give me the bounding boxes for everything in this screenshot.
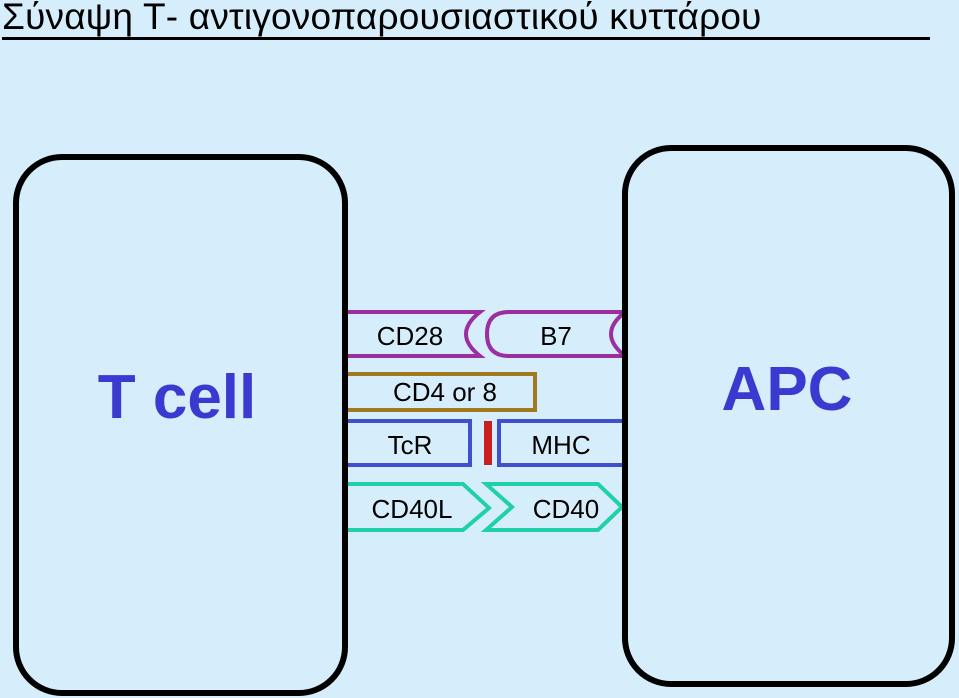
cd40l-shape [345,482,493,532]
cd28-shape [345,310,486,358]
page-title: Σύναψη Τ- αντιγονοπαρουσιαστικού κυττάρο… [2,0,762,37]
t-cell-body [13,154,348,696]
cd4-or-8-shape [345,372,537,412]
b7-cap-shape [609,310,627,358]
tcr-label: TcR [388,430,433,460]
tcr-shape [345,419,472,467]
b7-label: B7 [540,321,572,351]
title-underline [2,37,930,40]
b7-shape [484,310,625,358]
antigen-peptide [484,421,492,465]
apc-body [622,145,955,687]
apc-label: APC [722,355,853,424]
mhc-shape [497,419,625,467]
mhc-label: MHC [531,430,590,460]
cd28-label: CD28 [377,321,443,351]
cd40l-label: CD40L [372,494,453,524]
cd40-shape [480,482,625,532]
cd4-or-8-label: CD4 or 8 [393,377,497,407]
t-cell-label: T cell [98,363,257,432]
cd40-label: CD40 [533,494,599,524]
